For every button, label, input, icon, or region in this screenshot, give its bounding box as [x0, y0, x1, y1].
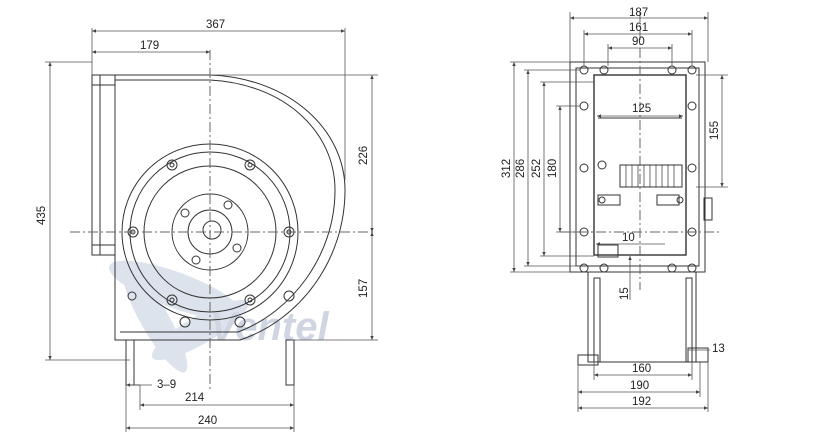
dim-367: 367 — [206, 19, 225, 31]
side-base — [587, 271, 697, 363]
watermark: Ventel — [108, 260, 329, 373]
dim-180: 180 — [547, 159, 559, 178]
dim-240: 240 — [198, 415, 217, 427]
dim-157: 157 — [358, 279, 370, 298]
dim-190: 190 — [630, 380, 649, 392]
dim-286: 286 — [515, 159, 527, 178]
dim-226: 226 — [358, 146, 370, 165]
dim-10: 10 — [622, 232, 635, 244]
watermark-fan-icon — [108, 260, 249, 373]
dim-125: 125 — [632, 103, 651, 115]
front-view — [70, 50, 375, 390]
dim-435: 435 — [36, 206, 48, 225]
center-lines — [70, 50, 375, 390]
dim-15: 15 — [619, 287, 631, 300]
dim-3-9: 3–9 — [157, 379, 176, 391]
foot-left — [125, 339, 135, 386]
side-view — [560, 12, 720, 366]
dim-179: 179 — [140, 40, 159, 52]
dim-312: 312 — [501, 159, 513, 178]
side-dimensions: 187 161 90 125 312 286 252 180 155 10 — [501, 7, 728, 412]
housing-outline — [91, 74, 346, 341]
dim-214: 214 — [185, 392, 205, 404]
dim-160: 160 — [632, 363, 651, 375]
watermark-text: Ventel — [210, 305, 329, 349]
side-flange — [569, 61, 706, 273]
housing-inner-outline — [115, 79, 336, 333]
dim-192: 192 — [632, 396, 651, 408]
front-dimensions: 367 179 435 226 157 3–9 214 240 — [36, 19, 378, 432]
side-motor — [619, 164, 683, 188]
dim-90: 90 — [632, 36, 645, 48]
dim-187: 187 — [629, 7, 648, 19]
dim-13: 13 — [712, 343, 725, 355]
dim-155: 155 — [709, 121, 721, 140]
dim-161: 161 — [629, 22, 648, 34]
motor-shaft — [202, 220, 222, 240]
dim-252: 252 — [531, 159, 543, 178]
